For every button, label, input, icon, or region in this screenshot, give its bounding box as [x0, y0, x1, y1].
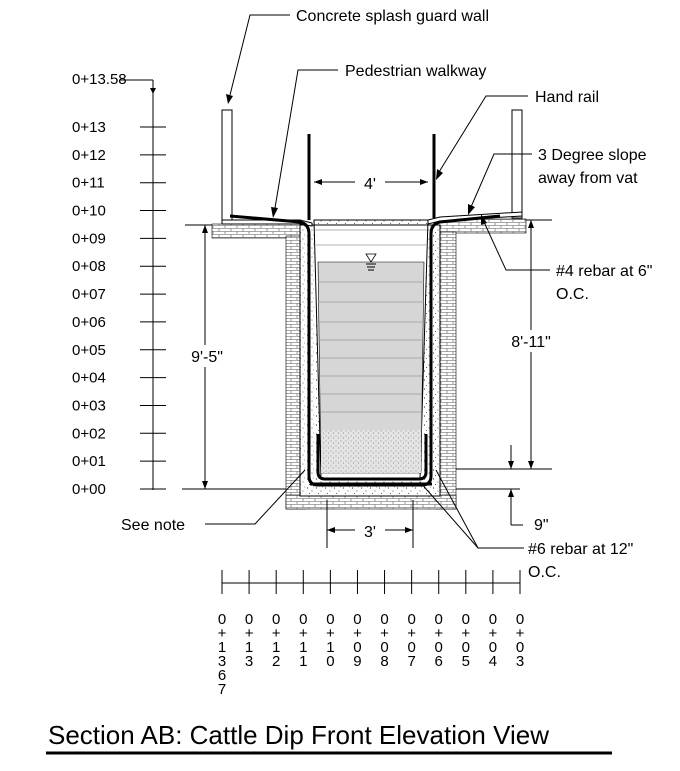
vertical-scale: 0+13.58 0+13 0+12 0+11 0+10 0+09 0+08 0+07 0+06… [72, 71, 166, 498]
vscale-top-label: 0+13.58 [72, 71, 127, 88]
label-rebar-6-1: #6 rebar at 12" [528, 541, 633, 558]
dim-left-height-label: 9'-5" [191, 349, 223, 366]
vscale-tick-label: 0+05 [72, 342, 106, 359]
vscale-tick-label: 0+07 [72, 286, 106, 303]
vscale-tick-label: 0+12 [72, 147, 106, 164]
dip-liquid [315, 229, 427, 474]
leader-walkway [274, 69, 338, 209]
dim-left-height: 9'-5" [182, 225, 232, 489]
dim-base-label: 9" [534, 517, 549, 534]
dim-right-height-label: 8'-11" [511, 334, 551, 351]
label-rebar-6-2: O.C. [528, 564, 561, 581]
label-slope-2: away from vat [538, 170, 638, 187]
vscale-tick-label: 0+09 [72, 230, 106, 247]
dim-base: 9" [508, 445, 549, 534]
vscale-tick-label: 0+06 [72, 314, 106, 331]
vscale-tick-label: 0+10 [72, 203, 106, 220]
label-rebar-4-2: O.C. [556, 286, 589, 303]
vscale-tick-label: 0+13 [72, 119, 106, 136]
label-splash-guard: Concrete splash guard wall [296, 8, 489, 25]
vscale-tick-label: 0+00 [72, 481, 106, 498]
leader-rebar-6-b [435, 469, 479, 549]
vscale-tick-label: 0+02 [72, 425, 106, 442]
water-level-icon [365, 253, 377, 271]
rebar-6 [316, 434, 428, 481]
splash-guard-wall-right [511, 109, 523, 219]
label-rebar-4-1: #4 rebar at 6" [556, 263, 652, 280]
label-walkway: Pedestrian walkway [345, 63, 486, 80]
dim-top-width-label: 4' [364, 176, 376, 193]
leader-slope [470, 153, 532, 208]
dim-top-width: 4' [314, 172, 428, 193]
leader-see-note [205, 469, 306, 525]
page-title: Section AB: Cattle Dip Front Elevation V… [48, 720, 549, 750]
leader-rebar-4 [483, 221, 550, 271]
splash-guard-wall-left [221, 109, 233, 221]
leader-splash-guard [229, 14, 290, 96]
leader-hand-rail [438, 95, 528, 173]
dim-right-height: 8'-11" [504, 220, 558, 469]
vscale-tick-label: 0+03 [72, 397, 106, 414]
vscale-tick-label: 0+11 [72, 175, 105, 192]
vscale-tick-label: 0+04 [72, 370, 106, 387]
label-slope-1: 3 Degree slope [538, 147, 647, 164]
dim-bottom-width: 3' [326, 500, 414, 548]
dim-bottom-width-label: 3' [364, 524, 376, 541]
vscale-tick-label: 0+01 [72, 453, 106, 470]
vscale-tick-label: 0+08 [72, 258, 106, 275]
label-hand-rail: Hand rail [535, 89, 599, 106]
label-see-note: See note [121, 517, 185, 534]
